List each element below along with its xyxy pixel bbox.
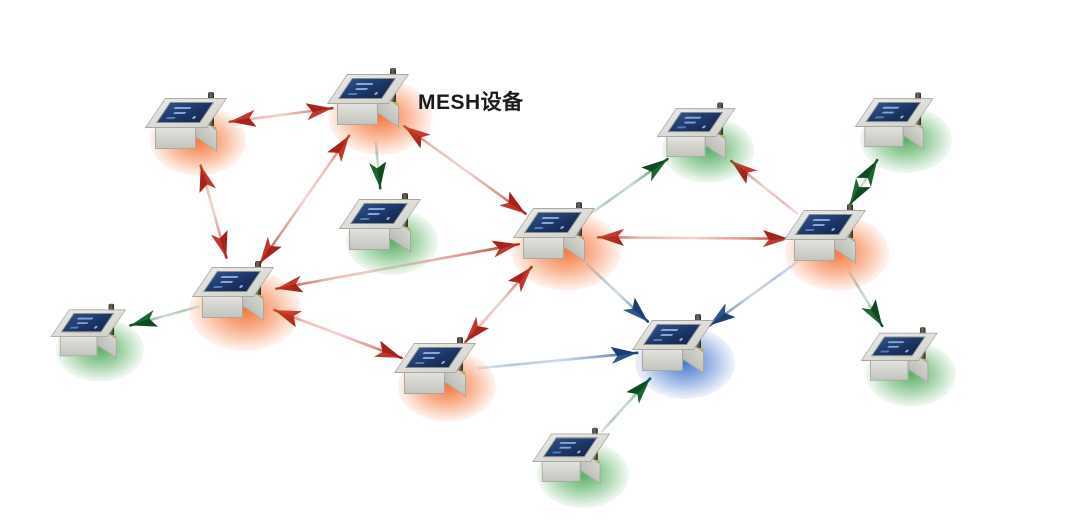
- link-left-hub-to-far-left: [129, 305, 200, 327]
- link-top-left-to-left-hub: [199, 164, 228, 259]
- device-body: [631, 314, 715, 378]
- mesh-device-label: MESH设备: [418, 91, 524, 114]
- device-front-panel: [202, 296, 243, 318]
- arrow-head-icon: [327, 135, 350, 162]
- link-right-hub-to-far-right-top: [848, 158, 879, 207]
- device-front-panel: [59, 336, 98, 357]
- device-front-panel: [404, 372, 445, 394]
- link-blue-node-from-right-hub: [708, 261, 798, 327]
- device-body: [50, 303, 127, 362]
- device-front-panel: [794, 239, 835, 261]
- device-front-panel: [666, 136, 706, 158]
- device-front-panel: [541, 461, 581, 482]
- device-body: [656, 102, 737, 164]
- device-body: [512, 202, 596, 266]
- device-front-panel: [349, 228, 390, 250]
- link-right-hub-to-far-right-bot: [848, 271, 884, 328]
- device-front-panel: [523, 237, 564, 259]
- link-bottom-left-to-center-hub: [464, 265, 533, 344]
- device-front-panel: [155, 127, 196, 149]
- link-center-hub-to-right-hub: [596, 228, 791, 248]
- link-top-mesh-to-center-hub: [403, 125, 527, 215]
- device-front-panel: [864, 126, 904, 148]
- device-body: [191, 261, 275, 325]
- device-front-panel: [642, 349, 683, 371]
- link-top-mesh-to-left-hub: [258, 134, 351, 265]
- arrow-head-icon: [465, 316, 490, 342]
- arrow-head-icon: [499, 191, 526, 214]
- device-body: [854, 92, 935, 154]
- link-top-left-to-top-mesh: [228, 103, 334, 127]
- device-body: [532, 427, 611, 488]
- device-body: [338, 193, 422, 257]
- arrow-head-icon: [849, 178, 871, 205]
- link-blue-node-from-left: [477, 346, 639, 370]
- device-body: [326, 68, 410, 132]
- arrow-head-icon: [731, 160, 757, 184]
- device-front-panel: [337, 103, 378, 125]
- link-bottom-center-to-blue: [600, 377, 652, 433]
- link-center-hub-to-right-upper: [589, 157, 669, 216]
- device-body: [860, 327, 938, 388]
- device-body: [783, 204, 867, 268]
- device-body: [393, 337, 477, 401]
- link-center-hub-to-blue-node: [585, 263, 650, 323]
- device-front-panel: [870, 360, 909, 381]
- arrow-head-icon: [259, 237, 282, 264]
- link-top-mesh-to-mid-upper: [369, 141, 387, 190]
- link-right-hub-up-red: [729, 159, 800, 216]
- arrow-head-icon: [856, 160, 878, 187]
- link-left-hub-to-bottom-left: [273, 308, 403, 360]
- device-body: [144, 92, 228, 156]
- arrow-head-icon: [623, 297, 648, 322]
